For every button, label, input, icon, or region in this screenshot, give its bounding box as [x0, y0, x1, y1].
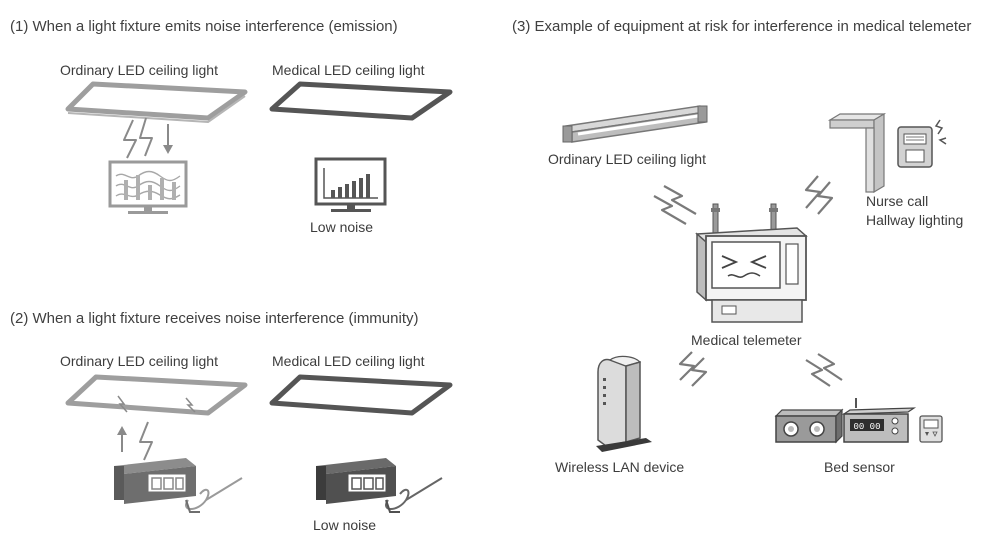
- interference-bolt-icon: [805, 353, 843, 387]
- emission-ordinary-ceiling-light: [65, 81, 248, 123]
- medical-telemeter-icon: [695, 203, 808, 323]
- small-spark-icon: [117, 395, 196, 413]
- arrow-down-icon: [163, 124, 173, 154]
- emission-low-noise-label: Low noise: [310, 219, 374, 235]
- immunity-low-noise-label: Low noise: [313, 517, 377, 533]
- bed-sensor-clock-icon: 00 00: [841, 398, 917, 443]
- medical-telemeter-label: Medical telemeter: [691, 332, 802, 348]
- immunity-medical-ceiling-light: [269, 374, 453, 416]
- emission-medical-ceiling-light: [269, 81, 453, 121]
- emission-medical-light-label: Medical LED ceiling light: [272, 62, 425, 78]
- interference-bolt-icon: [678, 351, 708, 387]
- immunity-ordinary-light-label: Ordinary LED ceiling light: [60, 353, 218, 369]
- telemeter-ceiling-light-label: Ordinary LED ceiling light: [548, 151, 706, 167]
- emission-heading: (1) When a light fixture emits noise int…: [10, 18, 398, 35]
- immunity-heading: (2) When a light fixture receives noise …: [10, 310, 419, 327]
- telemeter-heading: (3) Example of equipment at risk for int…: [512, 18, 972, 35]
- lightning-icon: [139, 421, 153, 461]
- bed-sensor-display: 00 00: [853, 422, 880, 432]
- lightning-icon: [123, 117, 153, 159]
- wireless-lan-router-icon: [596, 355, 652, 452]
- clean-monitor-icon: [314, 157, 387, 212]
- nurse-call-label: Nurse call: [866, 193, 929, 209]
- hallway-lighting-label: Hallway lighting: [866, 212, 964, 228]
- nurse-call-icon: [897, 119, 947, 168]
- bed-sensor-label: Bed sensor: [824, 459, 895, 475]
- immunity-ordinary-ceiling-light: [65, 374, 248, 416]
- hallway-lighting-icon: [827, 112, 887, 194]
- bed-sensor-remote-icon: [919, 415, 943, 443]
- immunity-medical-light-label: Medical LED ceiling light: [272, 353, 425, 369]
- power-supply-icon: [316, 458, 443, 513]
- interference-bolt-icon: [804, 175, 834, 215]
- power-supply-icon: [114, 458, 243, 513]
- noisy-monitor-icon: [108, 160, 188, 214]
- arrow-up-icon: [117, 426, 127, 452]
- interference-bolt-icon: [653, 185, 697, 225]
- tube-ceiling-light-icon: [562, 105, 708, 143]
- wireless-lan-label: Wireless LAN device: [555, 459, 685, 475]
- bed-sensor-speaker-icon: [774, 408, 844, 444]
- emission-ordinary-light-label: Ordinary LED ceiling light: [60, 62, 218, 78]
